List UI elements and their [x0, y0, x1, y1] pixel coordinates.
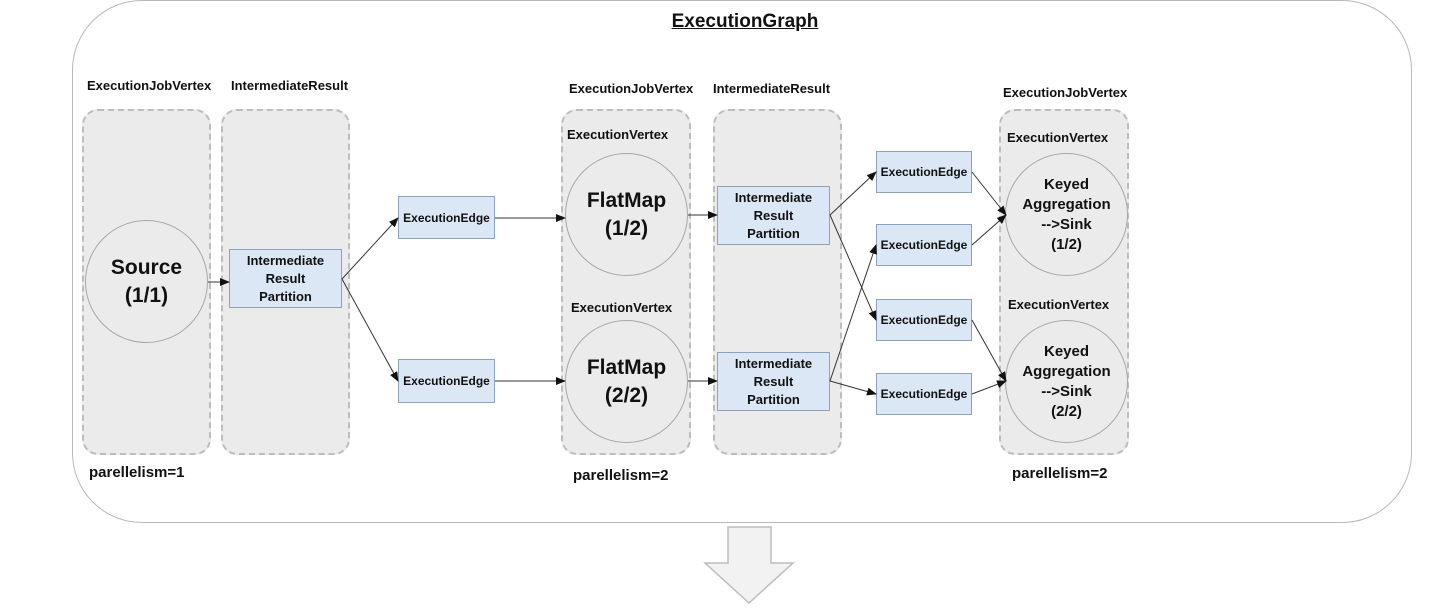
arrow-p2-to-edge-2d — [829, 380, 877, 396]
job-vertex-label-sink: ExecutionJobVertex — [1003, 85, 1128, 100]
arrow-p1-to-edge-2a — [829, 171, 877, 216]
vertex-label-flatmap-2: ExecutionVertex — [571, 300, 673, 315]
vertex-flatmap-2[interactable]: FlatMap (2/2) — [565, 320, 688, 443]
result-label-flatmap: IntermediateResult — [713, 81, 831, 96]
down-arrow-icon — [703, 526, 795, 605]
arrow-edge-2a-to-sink-1 — [971, 171, 1007, 216]
diagram-title: ExecutionGraph — [671, 11, 819, 32]
arrow-partition-to-edge-1b — [341, 278, 399, 382]
vertex-flatmap-1[interactable]: FlatMap (1/2) — [565, 153, 688, 276]
result-partition-flatmap-2[interactable]: Intermediate Result Partition — [717, 352, 830, 411]
job-vertex-label-flatmap: ExecutionJobVertex — [569, 81, 694, 96]
vertex-label-flatmap-1: ExecutionVertex — [567, 127, 669, 142]
result-partition-source[interactable]: Intermediate Result Partition — [229, 249, 342, 308]
parallelism-label-source: parellelism=1 — [89, 464, 185, 481]
vertex-sink-2[interactable]: Keyed Aggregation -->Sink (2/2) — [1005, 320, 1128, 443]
execution-edge-2a[interactable]: ExecutionEdge — [876, 151, 972, 193]
job-vertex-label-source: ExecutionJobVertex — [87, 78, 212, 93]
arrow-partition-to-edge-1a — [341, 217, 399, 280]
parallelism-label-sink: parellelism=2 — [1012, 465, 1108, 482]
parallelism-label-flatmap: parellelism=2 — [573, 467, 669, 484]
vertex-label-sink-2: ExecutionVertex — [1008, 297, 1110, 312]
execution-edge-1b[interactable]: ExecutionEdge — [398, 359, 495, 403]
vertex-source[interactable]: Source (1/1) — [85, 220, 208, 343]
execution-edge-2c[interactable]: ExecutionEdge — [876, 299, 972, 341]
vertex-sink-1[interactable]: Keyed Aggregation -->Sink (1/2) — [1005, 153, 1128, 276]
arrow-edge-2d-to-sink-2 — [971, 380, 1007, 395]
result-label-source: IntermediateResult — [231, 78, 349, 93]
arrow-edge-2b-to-sink-1 — [971, 214, 1007, 246]
arrow-p2-to-edge-2b — [829, 244, 877, 382]
vertex-label-sink-1: ExecutionVertex — [1007, 130, 1109, 145]
arrow-p1-to-edge-2c — [829, 214, 877, 321]
execution-edge-2b[interactable]: ExecutionEdge — [876, 224, 972, 266]
arrow-edge-2c-to-sink-2 — [971, 319, 1007, 382]
execution-edge-2d[interactable]: ExecutionEdge — [876, 373, 972, 415]
